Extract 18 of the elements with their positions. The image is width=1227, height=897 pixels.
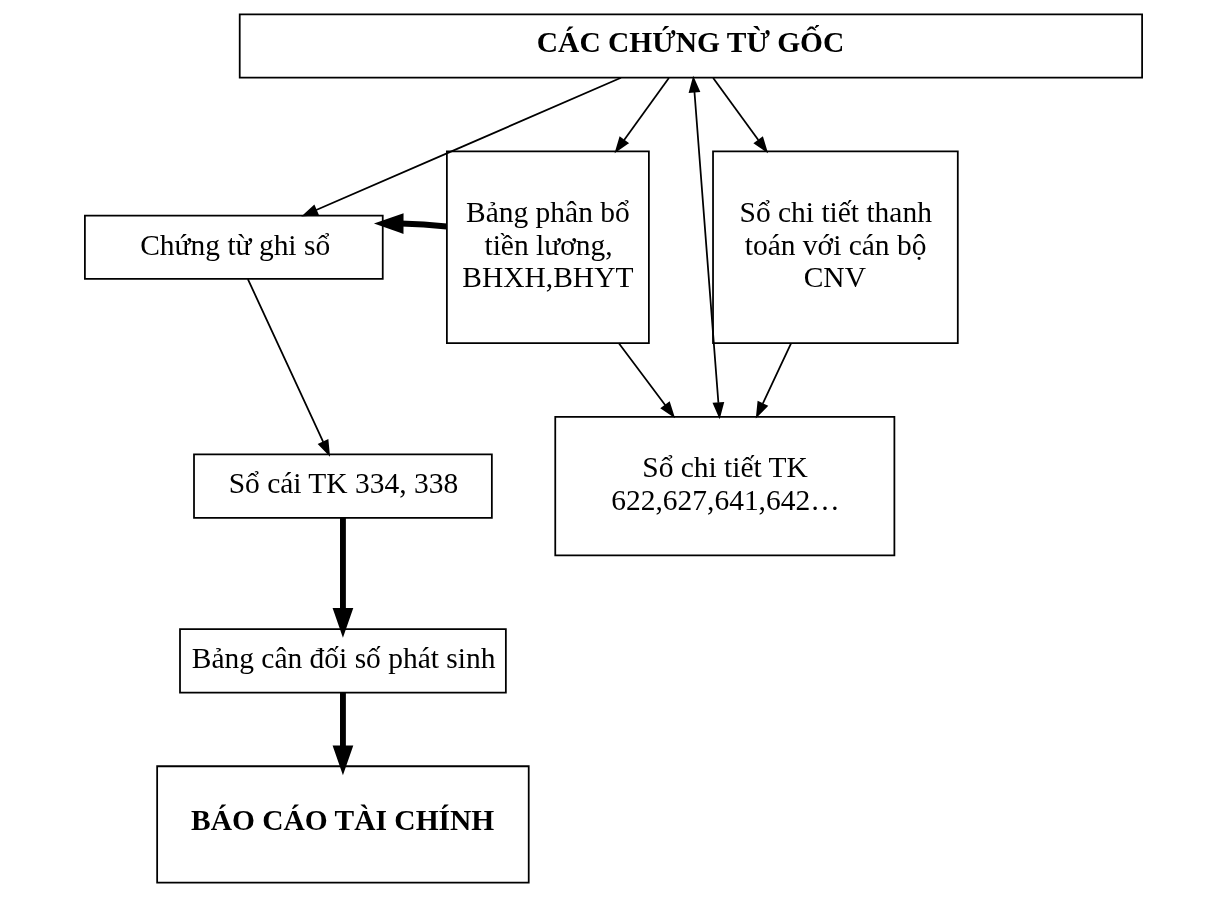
node-box: Bảng phân bổ tiền lương, BHXH,BHYT — [446, 150, 650, 344]
arrow — [332, 692, 354, 776]
arrow — [617, 342, 676, 419]
arrow — [688, 75, 725, 420]
node-box: Chứng từ ghi sổ — [84, 214, 384, 280]
arrow — [332, 517, 354, 638]
node-box: Bảng cân đối số phát sinh — [179, 628, 507, 694]
arrow — [301, 76, 622, 217]
arrow — [614, 77, 670, 154]
arrow — [712, 77, 769, 154]
node-box: CÁC CHỨNG TỪ GỐC — [238, 13, 1143, 79]
arrow — [373, 213, 447, 234]
node-box: Sổ chi tiết thanh toán với cán bộ CNV — [712, 150, 959, 344]
arrow — [246, 278, 331, 457]
arrow — [755, 342, 792, 419]
node-box: Sổ chi tiết TK 622,627,641,642… — [554, 415, 896, 557]
node-box: Sổ cái TK 334, 338 — [193, 453, 493, 519]
node-box: BÁO CÁO TÀI CHÍNH — [156, 765, 530, 884]
